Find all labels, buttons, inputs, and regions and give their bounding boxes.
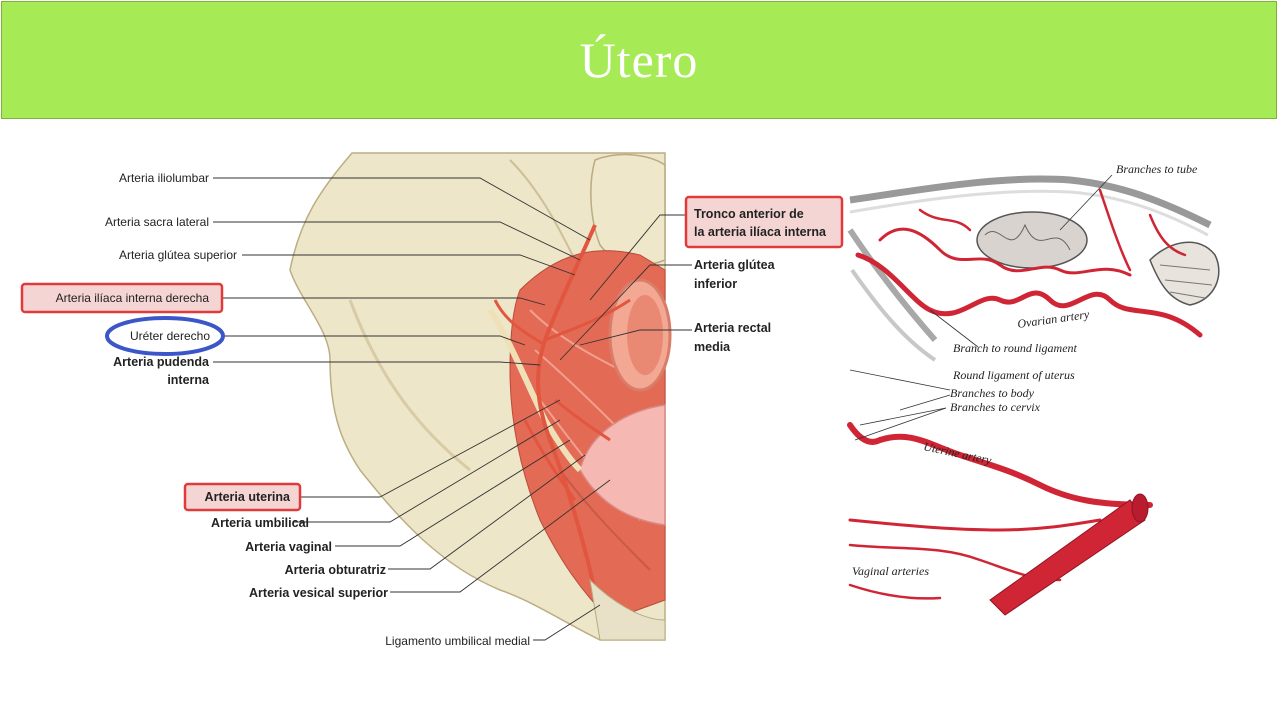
highlight-box-tronco <box>684 195 844 249</box>
title-bar: Útero <box>1 1 1277 119</box>
label-vaginal-arteries: Vaginal arteries <box>852 564 929 578</box>
label-tronco-2: la arteria ilíaca interna <box>694 225 827 239</box>
highlight-box-iliaca <box>20 282 224 314</box>
label-branches-to-cervix: Branches to cervix <box>950 400 1041 414</box>
label-glutea-inferior-2: inferior <box>694 277 737 291</box>
page-title: Útero <box>579 32 699 88</box>
pelvis-diagram: Arteria iliolumbar Arteria sacra lateral… <box>20 152 844 648</box>
label-pudenda-2: interna <box>167 373 210 387</box>
label-ureter: Uréter derecho <box>130 329 210 343</box>
label-umbilical: Arteria umbilical <box>211 516 309 530</box>
label-vesical-superior: Arteria vesical superior <box>249 586 388 600</box>
label-uterine-artery: Uterine artery <box>922 439 993 467</box>
label-rectal-media-1: Arteria rectal <box>694 321 771 335</box>
uterine-artery-diagram: Branches to tube Ovarian artery Branch t… <box>847 162 1220 616</box>
uterine-trunk <box>989 499 1146 616</box>
highlight-ellipse-ureter <box>105 316 225 356</box>
label-branches-to-tube: Branches to tube <box>1116 162 1198 176</box>
label-vaginal: Arteria vaginal <box>245 540 332 554</box>
label-iliolumbar: Arteria iliolumbar <box>119 171 209 185</box>
label-iliaca-interna: Arteria ilíaca interna derecha <box>56 291 210 305</box>
highlight-box-uterina <box>183 482 302 512</box>
ovary <box>976 211 1088 269</box>
label-branch-round-ligament: Branch to round ligament <box>953 341 1078 355</box>
label-tronco-1: Tronco anterior de <box>694 207 804 221</box>
label-obturatriz: Arteria obturatriz <box>285 563 386 577</box>
label-ligamento-umbilical: Ligamento umbilical medial <box>385 634 530 648</box>
label-rectal-media-2: media <box>694 340 731 354</box>
label-pudenda-1: Arteria pudenda <box>113 355 210 369</box>
label-glutea-inferior-1: Arteria glútea <box>694 258 776 272</box>
label-glutea-superior: Arteria glútea superior <box>119 248 237 262</box>
label-sacra-lateral: Arteria sacra lateral <box>105 215 209 229</box>
label-branches-to-body: Branches to body <box>950 386 1035 400</box>
label-round-ligament: Round ligament of uterus <box>952 368 1075 382</box>
label-ovarian-artery: Ovarian artery <box>1016 307 1090 331</box>
label-uterina: Arteria uterina <box>205 490 291 504</box>
